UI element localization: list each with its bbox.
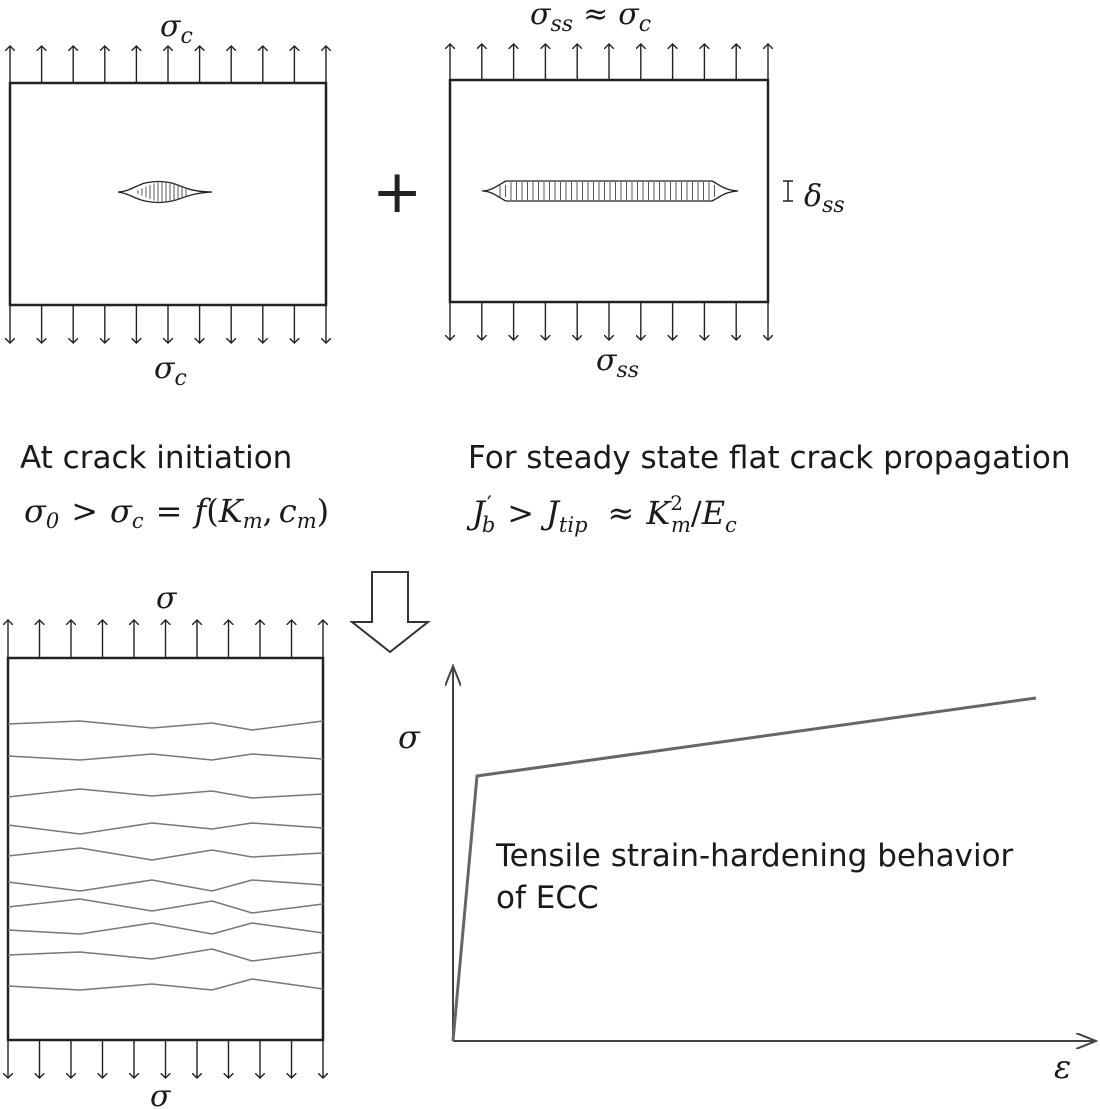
crack-line bbox=[7, 879, 324, 892]
crack-line bbox=[7, 822, 324, 835]
top-left-bottom-arrows bbox=[10, 305, 326, 343]
crack-line bbox=[7, 788, 324, 799]
panel-top-right: σss≈σc δss σss bbox=[450, 0, 845, 383]
x-axis-label: ε bbox=[1054, 1048, 1071, 1086]
top-right-sigma-bottom: σss bbox=[596, 343, 639, 383]
crack-line bbox=[7, 948, 324, 962]
panel-top-left: σc σc bbox=[10, 9, 326, 391]
delta-ss-label: δss bbox=[804, 179, 845, 218]
bottom-left-bottom-arrows bbox=[8, 1040, 323, 1078]
bottom-left-sigma-top: σ bbox=[156, 581, 178, 616]
crack-opening-marker bbox=[783, 180, 793, 202]
bottom-left-sigma-bottom: σ bbox=[150, 1079, 172, 1109]
top-left-top-arrows bbox=[10, 46, 326, 83]
multiple-cracks bbox=[7, 720, 324, 991]
top-right-crack bbox=[481, 180, 739, 202]
top-right-bottom-arrows bbox=[450, 302, 768, 340]
crack-line bbox=[7, 922, 324, 935]
top-left-sigma-bottom: σc bbox=[154, 351, 187, 391]
initiation-title: At crack initiation bbox=[20, 440, 292, 476]
crack-line bbox=[7, 753, 324, 761]
top-right-sigma-top: σss≈σc bbox=[530, 0, 651, 37]
y-axis-label: σ bbox=[398, 718, 421, 756]
top-right-top-arrows bbox=[450, 44, 768, 80]
stress-strain-graph: σ ε Tensile strain-hardening behavior of… bbox=[398, 666, 1096, 1086]
graph-caption-line2: of ECC bbox=[496, 880, 599, 916]
down-arrow-icon bbox=[349, 571, 431, 654]
panel-bottom-left: σ σ bbox=[8, 581, 323, 1109]
steady-state-title: For steady state flat crack propagation bbox=[468, 440, 1071, 476]
top-left-crack bbox=[117, 180, 213, 204]
crack-line bbox=[7, 898, 324, 914]
initiation-equation: σ0>σc=f(Km,cm) bbox=[24, 492, 329, 533]
bottom-left-top-arrows bbox=[8, 620, 323, 658]
top-left-sigma-top: σc bbox=[160, 9, 193, 49]
crack-line bbox=[7, 720, 324, 731]
plus-sign: + bbox=[372, 157, 422, 227]
graph-caption-line1: Tensile strain-hardening behavior bbox=[495, 838, 1014, 874]
crack-line bbox=[7, 847, 324, 861]
stress-strain-curve bbox=[451, 696, 1037, 1042]
crack-line bbox=[7, 978, 324, 991]
